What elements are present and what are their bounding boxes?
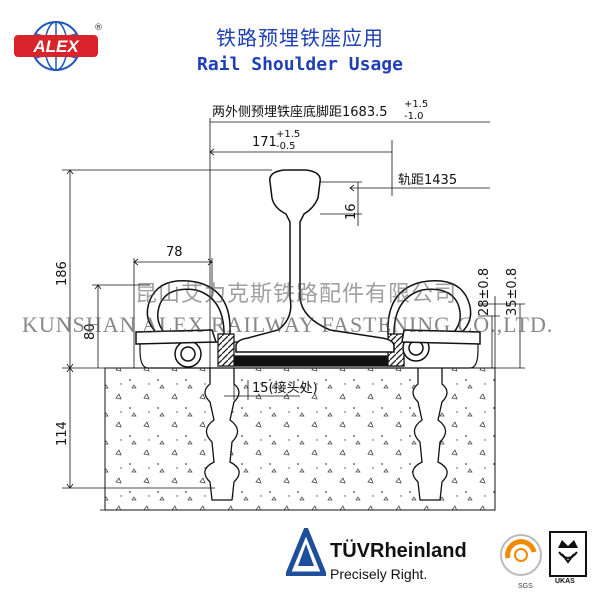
offset-upper-tol: +1.5: [276, 129, 300, 140]
page-title-english: Rail Shoulder Usage: [197, 54, 403, 75]
offset-label: 171: [252, 135, 277, 150]
joint-label: 15(接头处): [252, 380, 318, 396]
alex-logo: ALEX ®: [14, 21, 102, 71]
tuv-triangle-icon: [286, 528, 326, 576]
page-title-chinese: 铁路预埋铁座应用: [216, 26, 384, 50]
tuv-brand-text: TÜVRheinland: [330, 540, 467, 562]
clip-width-label: 78: [166, 245, 183, 260]
base-distance-lower-tol: -1.0: [404, 111, 424, 122]
embed-depth-label: 114: [55, 421, 70, 446]
ukas-label: UKAS: [555, 578, 575, 585]
registered-mark: ®: [94, 23, 102, 33]
rail-pad: [139, 333, 479, 369]
gauge-label: 轨距1435: [398, 173, 457, 188]
left-embedded-shoulder: [204, 368, 240, 501]
concrete-sleeper: [104, 367, 496, 511]
watermark-english: KUNSHAN ALEX RAILWAY FASTENING CO.,LTD.: [22, 312, 554, 337]
sgs-seal-icon: [500, 534, 542, 576]
height-35-label: 35±0.8: [505, 268, 520, 316]
right-embedded-shoulder: [412, 368, 448, 501]
offset-lower-tol: -0.5: [276, 141, 296, 152]
logo-text: ALEX: [32, 37, 80, 56]
total-height-label: 186: [55, 261, 70, 286]
watermark-chinese: 昆山艾力克斯铁路配件有限公司: [135, 282, 458, 307]
tuv-tagline: Precisely Right.: [330, 566, 428, 582]
base-distance-label: 两外侧预埋铁座底脚距1683.5: [212, 104, 388, 120]
base-distance-upper-tol: +1.5: [404, 99, 428, 110]
ukas-crown-icon: [549, 531, 587, 577]
sgs-label: SGS: [518, 583, 533, 590]
rail-head-depth-label: 16: [344, 203, 359, 220]
height-28-label: 28±0.8: [477, 268, 492, 316]
